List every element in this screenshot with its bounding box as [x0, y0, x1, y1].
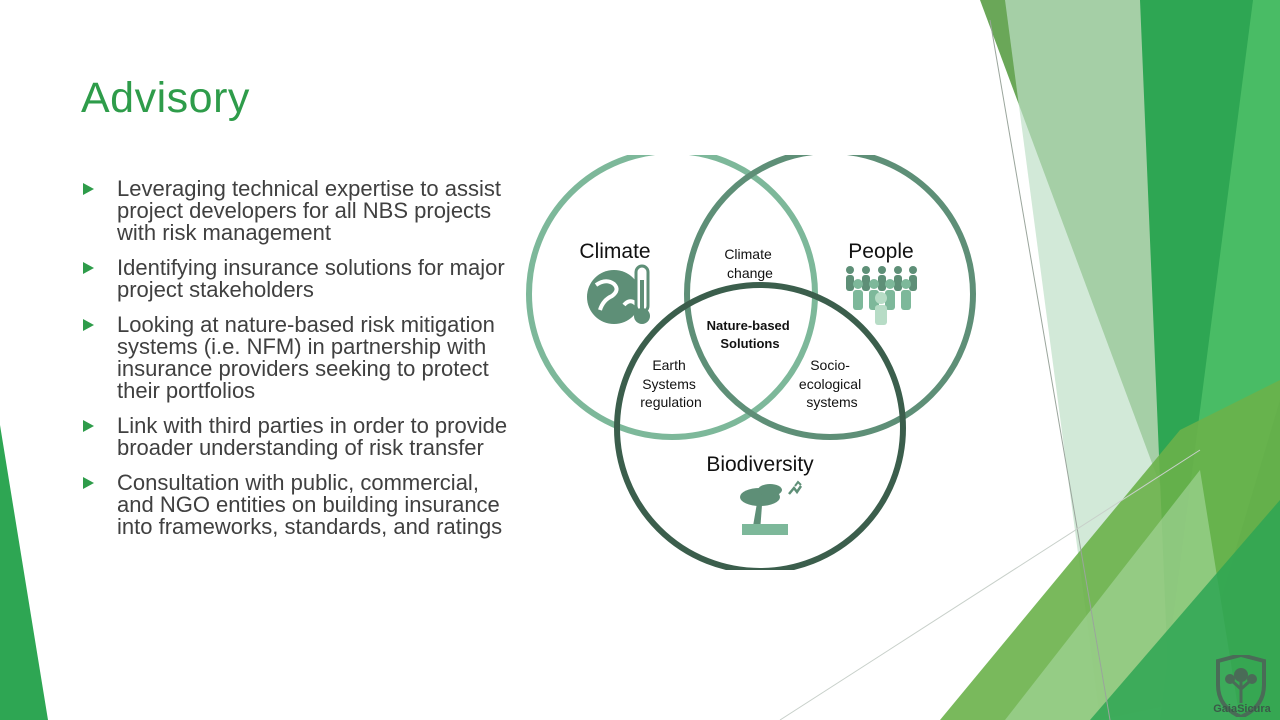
- overlap-line: Socio-: [810, 357, 850, 373]
- overlap-line: ecological: [799, 376, 861, 392]
- brand-name: GaiaSicura: [1213, 703, 1271, 715]
- center-line: Nature-based: [707, 318, 790, 333]
- overlap-line: Systems: [642, 376, 696, 392]
- bullet-arrow-icon: [83, 319, 94, 331]
- bullet-item: Consultation with public, commercial, an…: [80, 472, 510, 538]
- biodiversity-label: Biodiversity: [706, 453, 814, 476]
- overlap-people-biodiversity: Socio- ecological systems: [799, 357, 865, 410]
- people-label: People: [848, 240, 913, 263]
- overlap-line: change: [727, 265, 773, 281]
- slide-title: Advisory: [81, 74, 250, 122]
- bullet-text: Identifying insurance solutions for majo…: [117, 255, 505, 302]
- bullet-text: Link with third parties in order to prov…: [117, 413, 508, 460]
- bullet-item: Leveraging technical expertise to assist…: [80, 178, 510, 244]
- bullet-arrow-icon: [83, 262, 94, 274]
- tree-birds-icon: [740, 480, 803, 535]
- overlap-line: regulation: [640, 394, 702, 410]
- overlap-climate-biodiversity: Earth Systems regulation: [640, 357, 702, 410]
- bottom-shape-dark: [1090, 500, 1280, 720]
- bullet-item: Identifying insurance solutions for majo…: [80, 257, 510, 301]
- climate-label: Climate: [579, 240, 650, 263]
- biodiversity-circle: [614, 282, 906, 570]
- bullet-item: Looking at nature-based risk mitigation …: [80, 314, 510, 402]
- bullet-text: Leveraging technical expertise to assist…: [117, 176, 501, 245]
- bullet-list: Leveraging technical expertise to assist…: [80, 178, 510, 551]
- overlap-line: Earth: [652, 357, 685, 373]
- overlap-line: Climate: [724, 246, 772, 262]
- bullet-item: Link with third parties in order to prov…: [80, 415, 510, 459]
- thin-line-2: [779, 449, 1201, 720]
- bullet-text: Looking at nature-based risk mitigation …: [117, 312, 495, 403]
- bullet-arrow-icon: [83, 477, 94, 489]
- bullet-arrow-icon: [83, 420, 94, 432]
- thin-line-1: [989, 19, 1111, 720]
- gaiasicura-logo-icon: [1216, 655, 1266, 717]
- bullet-arrow-icon: [83, 183, 94, 195]
- center-label: Nature-based Solutions: [707, 318, 794, 351]
- overlap-line: systems: [806, 394, 857, 410]
- center-line: Solutions: [720, 336, 779, 351]
- people-circle: [684, 155, 976, 440]
- overlap-climate-people: Climate change: [724, 246, 775, 281]
- earth-thermometer-icon: [587, 264, 650, 324]
- bullet-text: Consultation with public, commercial, an…: [117, 470, 503, 539]
- people-group-icon: [846, 266, 917, 325]
- left-green-strip: [0, 425, 48, 720]
- venn-diagram: Climate People Biodiversity Climate chan…: [526, 155, 976, 570]
